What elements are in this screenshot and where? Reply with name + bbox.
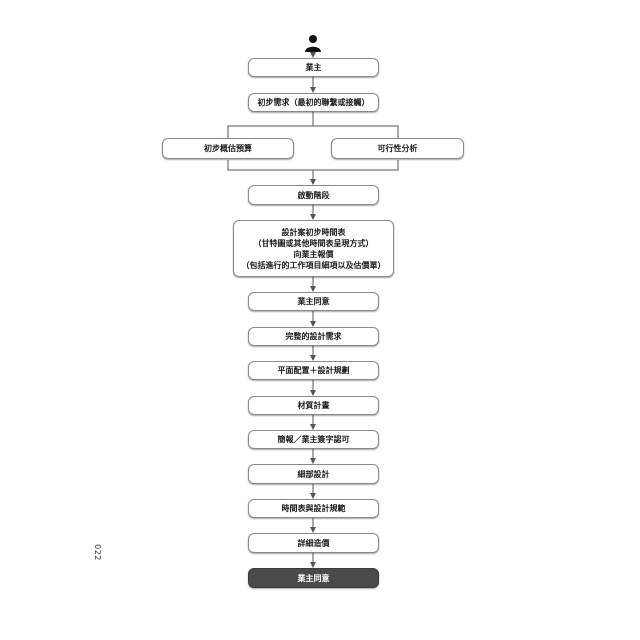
step-layout-planning-label: 平面配置＋設計規劃	[277, 366, 350, 375]
step-owner: 業主	[248, 58, 379, 77]
step-detailed-costing: 詳細造價	[248, 533, 379, 553]
step-presentation-signoff: 簡報／業主簽字認可	[248, 430, 379, 449]
step-layout-planning: 平面配置＋設計規劃	[248, 361, 379, 380]
step-schedule-and-quote: 設計案初步時間表 （甘特圖或其他時間表呈現方式） 向業主報價 （包括進行的工作項…	[233, 220, 394, 277]
person-icon	[305, 35, 321, 52]
schedule-title: 設計案初步時間表	[281, 227, 346, 237]
step-kickoff-label: 啟動階段	[297, 190, 330, 200]
step-owner-agree: 業主同意	[248, 292, 379, 311]
page-number: 022	[92, 544, 102, 561]
step-schedule-spec: 時間表與設計規範	[248, 499, 379, 518]
step-full-requirements: 完整的設計需求	[248, 327, 379, 346]
step-feasibility-label: 可行性分析	[377, 144, 418, 153]
step-owner-label: 業主	[305, 63, 322, 72]
step-schedule-spec-label: 時間表與設計規範	[281, 504, 346, 513]
quote-title: 向業主報價	[293, 249, 334, 259]
step-initial-budget: 初步概估預算	[162, 138, 294, 159]
step-initial-budget-label: 初步概估預算	[204, 144, 252, 153]
step-detail-design: 細部設計	[248, 464, 379, 484]
split-line	[227, 125, 399, 145]
merge-line	[227, 160, 399, 171]
step-initial-request: 初步需求（最初的聯繫或接觸）	[248, 93, 379, 112]
step-feasibility: 可行性分析	[331, 138, 464, 159]
step-full-requirements-label: 完整的設計需求	[285, 332, 342, 341]
step-material-plan-label: 材質計畫	[297, 401, 330, 410]
step-owner-agree-label: 業主同意	[297, 297, 330, 306]
step-detailed-costing-label: 詳細造價	[297, 538, 330, 548]
step-initial-request-label: 初步需求（最初的聯繫或接觸）	[257, 98, 370, 107]
step-material-plan: 材質計畫	[248, 396, 379, 415]
step-kickoff: 啟動階段	[248, 185, 379, 205]
schedule-subtitle: （甘特圖或其他時間表呈現方式）	[253, 238, 374, 248]
step-detail-design-label: 細部設計	[297, 469, 330, 479]
step-owner-agree-final: 業主同意	[248, 568, 379, 588]
quote-subtitle: （包括進行的工作項目細項以及估價單）	[241, 260, 386, 270]
step-owner-agree-final-label: 業主同意	[297, 573, 330, 583]
step-presentation-signoff-label: 簡報／業主簽字認可	[277, 435, 350, 444]
